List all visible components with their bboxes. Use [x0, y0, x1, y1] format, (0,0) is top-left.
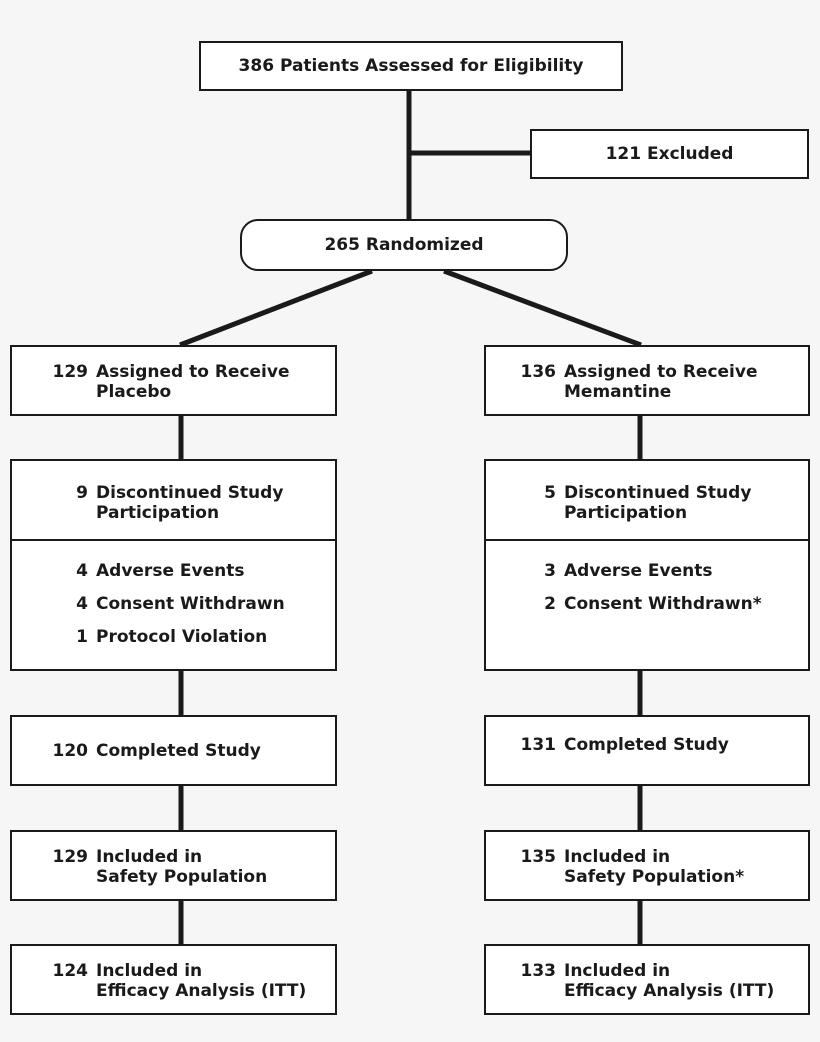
memantine-discontinued-line1: Discontinued Study: [564, 483, 752, 503]
placebo-safety-line2: Safety Population: [96, 867, 268, 887]
reason-count: 2: [544, 594, 556, 614]
reason-label: Protocol Violation: [96, 627, 268, 647]
reason-label: Consent Withdrawn: [96, 594, 285, 614]
list-item: 4 Adverse Events: [12, 561, 335, 581]
placebo-efficacy-line1: Included in: [96, 961, 203, 981]
placebo-safety-count: 129: [52, 847, 89, 867]
memantine-discontinued-count: 5: [544, 483, 556, 503]
list-item: 3 Adverse Events: [486, 561, 808, 581]
memantine-safety-line2: Safety Population*: [564, 867, 745, 887]
memantine-assigned-count: 136: [520, 362, 557, 382]
eligibility-count: 386: [238, 56, 275, 76]
placebo-efficacy-line2: Efficacy Analysis (ITT): [96, 981, 307, 1001]
memantine-completed-box: 131 Completed Study: [484, 715, 810, 786]
memantine-completed-label: Completed Study: [564, 735, 729, 755]
list-item: 2 Consent Withdrawn*: [486, 594, 808, 614]
memantine-safety-line1: Included in: [564, 847, 671, 867]
memantine-discontinued-line2: Participation: [564, 503, 688, 523]
reason-label: Adverse Events: [96, 561, 245, 581]
placebo-discontinued-count: 9: [76, 483, 88, 503]
memantine-assigned-line1: Assigned to Receive: [564, 362, 758, 382]
reason-count: 4: [76, 561, 88, 581]
randomized-label: Randomized: [365, 235, 484, 255]
placebo-discontinued-line1: Discontinued Study: [96, 483, 284, 503]
memantine-assigned-box: 136 Assigned to Receive Memantine: [484, 345, 810, 416]
eligibility-label: Patients Assessed for Eligibility: [279, 56, 584, 76]
memantine-completed-count: 131: [520, 735, 557, 755]
randomized-count: 265: [324, 235, 360, 255]
list-item: 1 Protocol Violation: [12, 627, 335, 647]
memantine-efficacy-line1: Included in: [564, 961, 671, 981]
reason-label: Consent Withdrawn*: [564, 594, 762, 614]
placebo-efficacy-box: 124 Included in Efficacy Analysis (ITT): [10, 944, 337, 1015]
list-item: 4 Consent Withdrawn: [12, 594, 335, 614]
placebo-assigned-count: 129: [52, 362, 89, 382]
placebo-completed-box: 120 Completed Study: [10, 715, 337, 786]
placebo-assigned-line1: Assigned to Receive: [96, 362, 290, 382]
memantine-reasons-list: 3 Adverse Events 2 Consent Withdrawn*: [486, 541, 808, 669]
eligibility-box: 386 Patients Assessed for Eligibility: [199, 41, 623, 91]
memantine-discontinued-box: 5 Discontinued Study Participation 3 Adv…: [484, 459, 810, 671]
excluded-label: Excluded: [646, 144, 734, 164]
reason-label: Adverse Events: [564, 561, 713, 581]
placebo-efficacy-count: 124: [52, 961, 89, 981]
placebo-safety-line1: Included in: [96, 847, 203, 867]
placebo-safety-box: 129 Included in Safety Population: [10, 830, 337, 901]
memantine-efficacy-count: 133: [520, 961, 557, 981]
memantine-discontinued-header: 5 Discontinued Study Participation: [486, 461, 808, 541]
excluded-count: 121: [605, 144, 642, 164]
memantine-safety-box: 135 Included in Safety Population*: [484, 830, 810, 901]
placebo-completed-label: Completed Study: [96, 741, 261, 761]
placebo-reasons-list: 4 Adverse Events 4 Consent Withdrawn 1 P…: [12, 541, 335, 669]
memantine-efficacy-box: 133 Included in Efficacy Analysis (ITT): [484, 944, 810, 1015]
connector-randomized-to-memantine: [443, 268, 642, 348]
placebo-discontinued-header: 9 Discontinued Study Participation: [12, 461, 335, 541]
memantine-efficacy-line2: Efficacy Analysis (ITT): [564, 981, 775, 1001]
connector-randomized-to-placebo: [179, 268, 373, 348]
memantine-assigned-line2: Memantine: [564, 382, 672, 402]
placebo-discontinued-box: 9 Discontinued Study Participation 4 Adv…: [10, 459, 337, 671]
placebo-completed-count: 120: [52, 741, 89, 761]
placebo-discontinued-line2: Participation: [96, 503, 220, 523]
randomized-box: 265 Randomized: [240, 219, 568, 271]
reason-count: 1: [76, 627, 88, 647]
reason-count: 3: [544, 561, 556, 581]
reason-count: 4: [76, 594, 88, 614]
memantine-safety-count: 135: [520, 847, 557, 867]
placebo-assigned-line2: Placebo: [96, 382, 172, 402]
excluded-box: 121 Excluded: [530, 129, 809, 179]
placebo-assigned-box: 129 Assigned to Receive Placebo: [10, 345, 337, 416]
